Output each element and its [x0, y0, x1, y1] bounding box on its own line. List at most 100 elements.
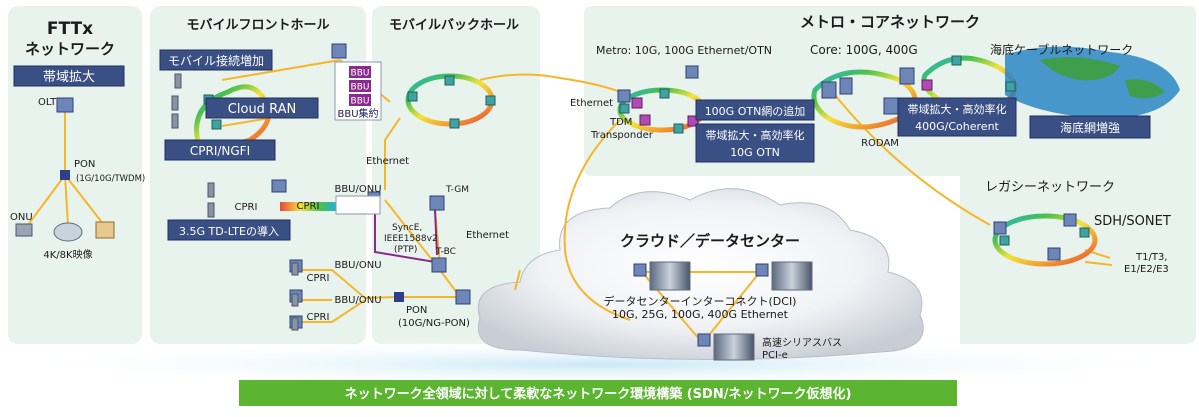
metro-badge-400g-line1: 帯域拡大・高効率化: [908, 102, 1007, 116]
banner-bar: [239, 380, 957, 406]
core-router-icon: [899, 67, 915, 85]
fronthaul-badge-lte-text: 3.5G TD-LTEの導入: [179, 224, 279, 238]
bbu-label: BBU: [351, 97, 370, 107]
sync-label-2: IEEE1588v2: [384, 234, 438, 244]
server-rack-icon: [649, 261, 691, 291]
fronthaul-router-icon: [271, 179, 287, 193]
bbu-stack: BBU BBU BBU BBU集約: [334, 61, 382, 121]
cpri-label-b: CPRI: [297, 201, 320, 212]
fttx-badge-text: 帯域拡大: [43, 70, 95, 85]
fronthaul-badge-cloudran-text: Cloud RAN: [228, 102, 296, 117]
cpri-label-c: CPRI: [307, 273, 330, 284]
badge-lte: [167, 219, 291, 241]
transponder-label: Transponder: [590, 130, 654, 141]
core-router-icon: [883, 97, 899, 115]
core-router-icon: [839, 77, 853, 95]
badge-cpri: [164, 139, 276, 161]
video-label: 4K/8K映像: [43, 249, 92, 261]
backhaul-pon-label: PON: [406, 305, 427, 316]
t1-label: T1/T3,: [1135, 252, 1168, 263]
badge-mobile: [159, 49, 273, 71]
bbu-box: [349, 94, 371, 106]
section-titles: FTTx ネットワーク モバイルフロントホール モバイルバックホール メトロ・コ…: [25, 13, 980, 250]
metro-badge-10g-line2: 10G OTN: [730, 146, 780, 159]
antenna-icon: [171, 113, 179, 129]
badge-400g: [897, 97, 1017, 137]
link-lines: [27, 59, 1113, 341]
antenna-icon: [174, 73, 182, 89]
sdh-label: SDH/SONET: [1094, 214, 1171, 229]
bbu-onu-label-3: BBU/ONU: [334, 295, 381, 306]
tdm-label: TDM: [609, 117, 632, 128]
cloud-title: クラウド／データセンター: [620, 232, 800, 250]
fronthaul-badge-mobile-text: モバイル接続増加: [168, 53, 264, 68]
badge-cloudran: [205, 97, 319, 119]
e1-label: E1/E2/E3: [1124, 264, 1169, 275]
fronthaul-badge-cpri-text: CPRI/NGFI: [190, 144, 250, 158]
badge-100g-otn: [695, 99, 815, 121]
metro-router-icon: [685, 65, 699, 79]
pon-splitter-icon: [60, 170, 70, 180]
metro-badge-10g-line1: 帯域拡大・高効率化: [706, 128, 805, 142]
submarine-label: 海底ケーブルネットワーク: [990, 42, 1133, 57]
bottom-banner: ネットワーク全領域に対して柔軟なネットワーク環境構築 (SDN/ネットワーク仮想…: [239, 380, 957, 406]
badge-10g-otn: [695, 123, 815, 163]
server-racks: [649, 261, 813, 361]
bbu-label: BBU: [351, 69, 370, 79]
core-spec-label: Core: 100G, 400G: [810, 43, 918, 57]
server-rack-icon: [771, 261, 813, 291]
antennas: [171, 73, 299, 331]
bbu-onu-icon: [335, 195, 381, 215]
backhaul-title: モバイルバックホール: [389, 18, 519, 33]
legacy-router-icon: [1063, 213, 1077, 227]
bbu-box: [349, 80, 371, 92]
cpri-label-a: CPRI: [235, 202, 258, 213]
badges: 帯域拡大 モバイル接続増加 Cloud RAN CPRI/NGFI 3.5G T…: [13, 49, 1151, 241]
legacy-title: レガシーネットワーク: [985, 180, 1115, 195]
serial-label-1: 高速シリアスバス: [762, 336, 842, 349]
antenna-icon: [207, 182, 215, 198]
backhaul-router-icon: [455, 289, 471, 305]
fronthaul-router-icon: [331, 43, 347, 59]
antenna-icon: [171, 95, 179, 111]
house-icon: [95, 221, 115, 239]
metro-badge-submarine-text: 海底網増強: [1060, 120, 1120, 135]
fttx-title-line1: FTTx: [47, 19, 93, 39]
backhaul-router-icon: [431, 257, 447, 273]
backhaul-pon-sub-label: (10G/NG-PON): [398, 318, 470, 329]
antenna-icon: [207, 202, 215, 218]
metro-router-icon: [617, 89, 631, 103]
backhaul-router-icon: [429, 195, 445, 211]
badge-bandwidth: [13, 65, 125, 87]
cpri-label-d: CPRI: [307, 312, 330, 323]
metro-badge-otn-text: 100G OTN網の追加: [705, 104, 806, 118]
backhaul-ethernet-label-2: Ethernet: [466, 230, 509, 241]
bbu-label: BBU: [351, 83, 370, 93]
fttx-title-line2: ネットワーク: [25, 40, 115, 58]
panel-fronthaul: [150, 6, 366, 344]
dc-router-icon: [697, 333, 711, 347]
antenna-icon: [291, 317, 299, 331]
olt-router-icon: [56, 97, 74, 113]
sync-label-3: (PTP): [394, 245, 417, 255]
bbu-consolidation-label: BBU集約: [337, 107, 378, 120]
satellite-dish-icon: [53, 222, 83, 242]
metro-spec-label: Metro: 10G, 100G Ethernet/OTN: [596, 44, 772, 57]
fttx-pon-sub-label: (1G/10G/TWDM): [76, 174, 145, 184]
metro-title: メトロ・コアネットワーク: [800, 13, 980, 31]
panel-fttx: [8, 6, 142, 344]
banner-text: ネットワーク全領域に対して柔軟なネットワーク環境構築 (SDN/ネットワーク仮想…: [345, 386, 852, 402]
metro-ethernet-label: Ethernet: [570, 98, 613, 109]
dci-label-1: データセンターインターコネクト(DCI): [604, 294, 797, 308]
ocean-image: [1005, 46, 1180, 119]
tgm-label: T-GM: [445, 185, 469, 195]
cloud-shape: [478, 188, 924, 361]
badge-submarine: [1029, 115, 1151, 139]
backhaul-ethernet-label-1: Ethernet: [366, 156, 409, 167]
antenna-icon: [291, 262, 299, 276]
metro-badge-400g-line2: 400G/Coherent: [915, 120, 999, 133]
transponder-nodes: [631, 79, 933, 127]
legacy-router-icon: [993, 221, 1007, 235]
olt-label: OLT: [38, 97, 57, 108]
